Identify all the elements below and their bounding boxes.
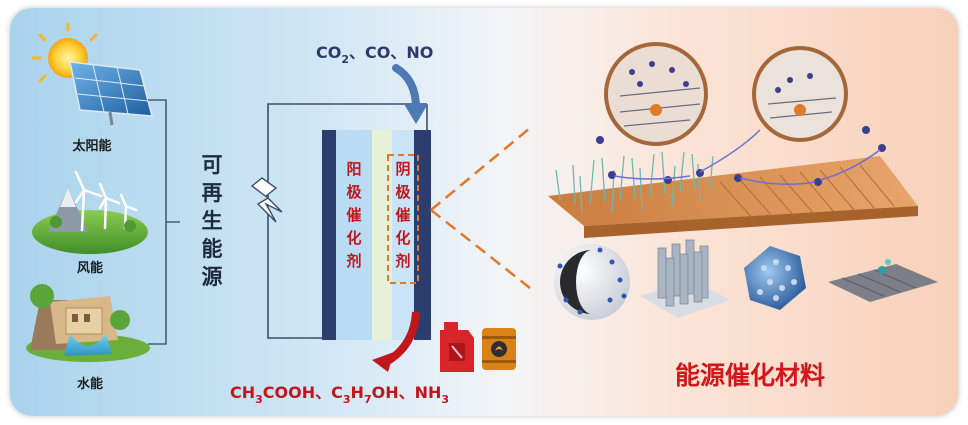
lightning-icon [250,177,283,223]
polyhedron-nanoparticle-icon [744,246,806,310]
barrel-icon [482,328,516,370]
svg-text:可: 可 [202,153,223,177]
solar-icon [31,22,153,126]
wind-label: 风能 [77,260,103,276]
input-gases-label: CO2、CO、NO [316,43,433,66]
svg-text:催: 催 [395,206,410,224]
hydro-label: 水能 [77,376,103,392]
nanopillar-array-icon [640,239,730,318]
circuit-wire [267,103,326,339]
svg-text:剂: 剂 [346,252,361,270]
svg-text:化: 化 [395,229,410,247]
input-arrow [392,64,420,112]
cathode-catalyst-label: 阴 极 催 化 剂 [395,160,411,270]
zoom-line-top [430,127,531,211]
catalyst-surface-illustration [548,42,918,238]
svg-text:生: 生 [202,209,223,233]
section-title: 能源催化材料 [675,361,825,390]
svg-text:阴: 阴 [395,160,410,178]
svg-text:能: 能 [202,237,223,261]
svg-text:极: 极 [395,183,411,201]
svg-text:剂: 剂 [395,252,410,270]
fuel-can-icon [440,322,474,372]
cathode-highlight-box [387,154,419,284]
wind-icon [32,170,148,254]
svg-text:阳: 阳 [346,160,361,178]
svg-text:化: 化 [346,229,361,247]
hydro-icon [26,284,150,362]
svg-text:再: 再 [202,181,223,205]
renewable-label: 可 再 生 能 源 [202,153,223,289]
solar-label: 太阳能 [71,138,111,154]
core-shell-sphere-icon [554,244,630,320]
svg-text:催: 催 [346,206,361,224]
electrolyzer [322,104,431,340]
anode-catalyst-label: 阳 极 催 化 剂 [346,160,362,270]
products-label: CH3COOH、C3H7OH、NH3 [230,383,449,406]
svg-text:极: 极 [346,183,362,201]
graphene-sheet-icon [828,259,938,302]
source-bracket [148,99,180,345]
svg-text:源: 源 [202,265,223,289]
zoom-line-bottom [430,209,531,289]
